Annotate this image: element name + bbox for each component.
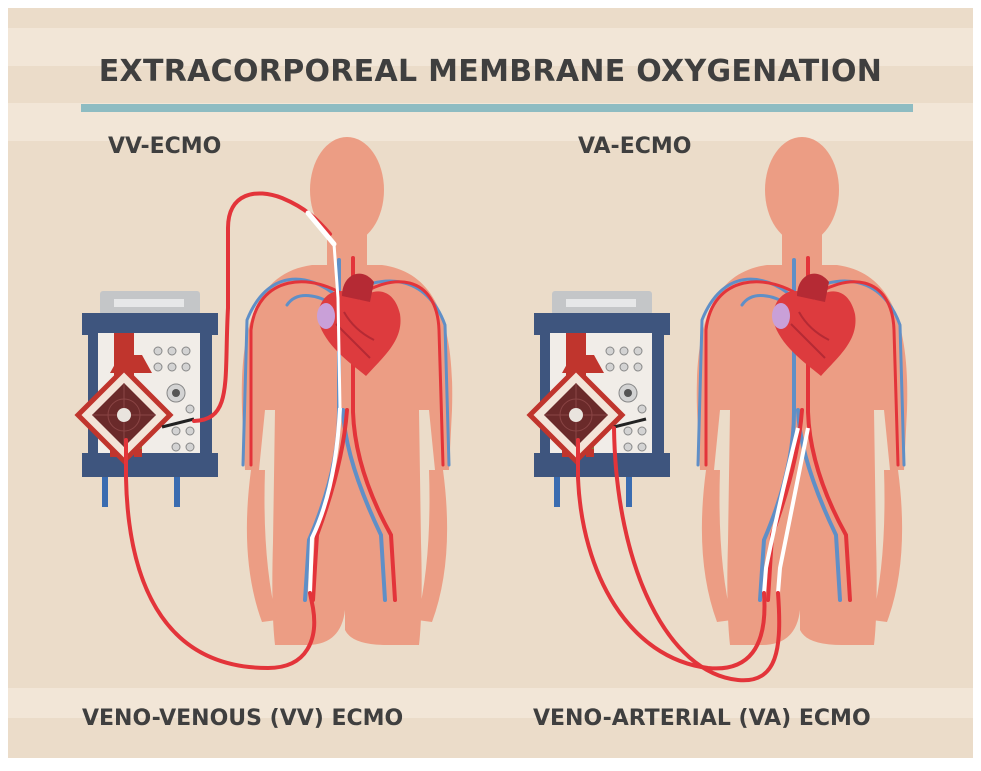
ecmo-machine-icon — [530, 291, 670, 507]
vv-ecmo-panel — [78, 137, 452, 668]
ecmo-machine-icon — [78, 291, 218, 507]
human-body-icon — [697, 137, 908, 645]
va-ecmo-panel — [530, 137, 907, 680]
diagram-canvas: EXTRACORPOREAL MEMBRANE OXYGENATION — [8, 8, 973, 758]
vv-ecmo-label: VV-ECMO — [108, 134, 221, 159]
human-body-icon — [242, 137, 453, 645]
veno-venous-caption: VENO-VENOUS (VV) ECMO — [82, 706, 403, 731]
ecmo-illustration — [8, 8, 973, 758]
veno-arterial-caption: VENO-ARTERIAL (VA) ECMO — [533, 706, 871, 731]
va-ecmo-label: VA-ECMO — [578, 134, 691, 159]
